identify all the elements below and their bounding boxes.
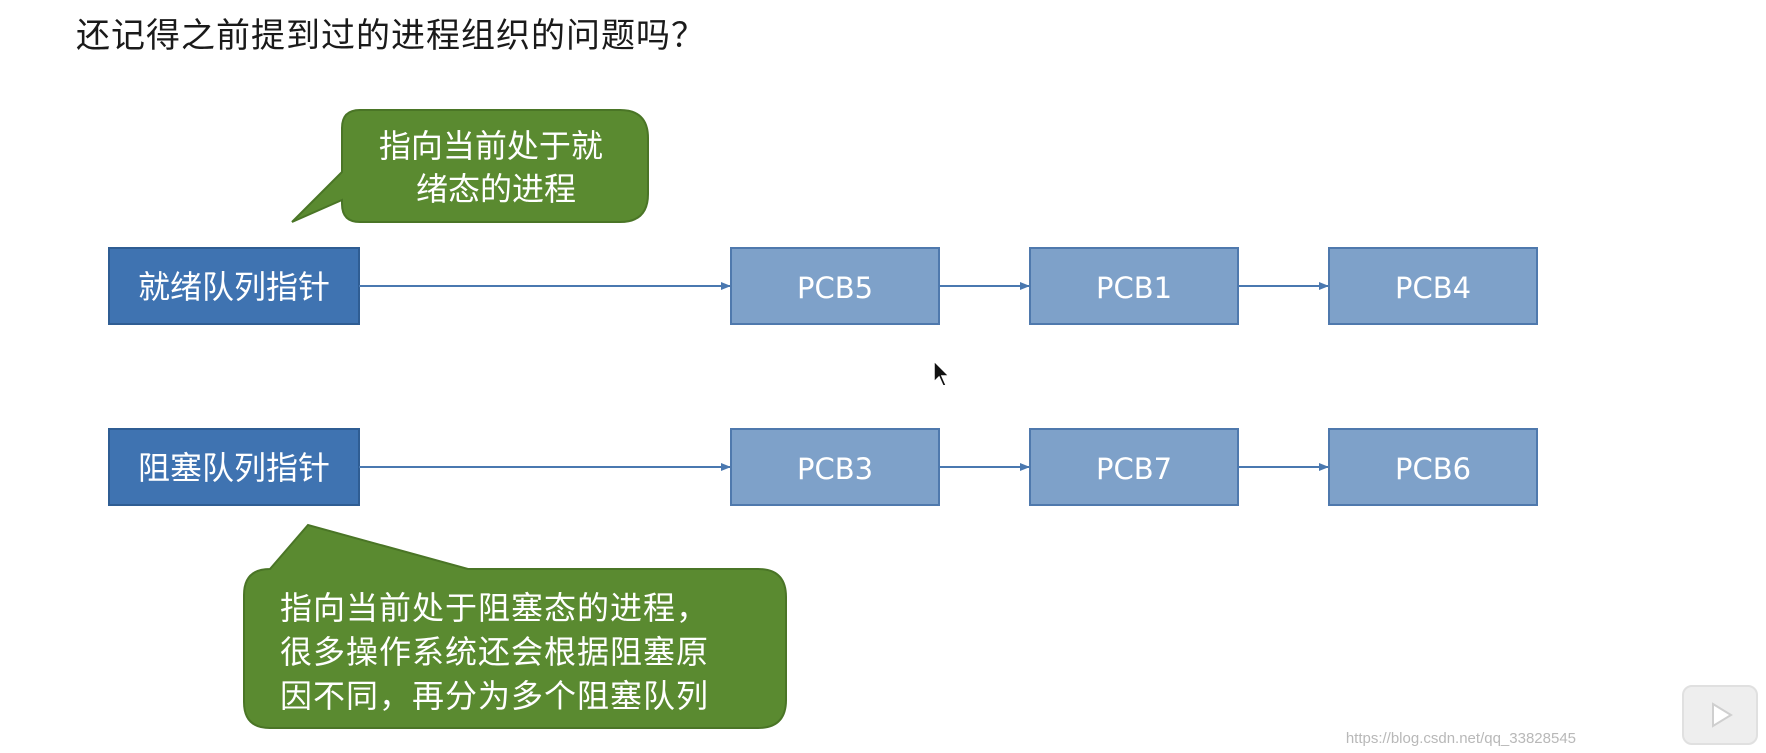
pcb-box <box>1328 247 1538 325</box>
pcb-label: PCB3 <box>797 452 873 486</box>
pcb-label: PCB1 <box>1096 271 1172 305</box>
pcb-box <box>730 428 940 506</box>
blocked-callout-line-2: 很多操作系统还会根据阻塞原 <box>280 633 709 671</box>
watermark: https://blog.csdn.net/qq_33828545 <box>1345 730 1576 747</box>
svg-text:指向当前处于就 绪态的进程: 指向当前处于就 绪态的进程 <box>379 127 613 208</box>
pcb-label: PCB4 <box>1395 271 1471 305</box>
ready-queue-callout: 指向当前处于就 绪态的进程 <box>291 109 649 223</box>
ready-callout-line-1: 指向当前处于就 <box>379 127 603 165</box>
blocked-queue-callout: 指向当前处于阻塞态的进程， 很多操作系统还会根据阻塞原 因不同，再分为多个阻塞队… <box>243 523 787 729</box>
play-button[interactable] <box>1682 685 1758 745</box>
slide-title: 还记得之前提到过的进程组织的问题吗？ <box>76 16 706 56</box>
pcb-box <box>730 247 940 325</box>
svg-text:指向当前处于阻塞态的进程， 很多操作系统还会: 指向当前处于阻塞态的进程， 很多操作系统还会根据阻塞原 因不同，再分为多个阻塞队… <box>280 589 720 715</box>
mouse-cursor-icon <box>933 359 951 392</box>
ready-callout-line-2: 绪态的进程 <box>416 170 576 208</box>
pcb-box <box>1029 428 1239 506</box>
ready-queue-pointer-label: 就绪队列指针 <box>138 268 330 306</box>
blocked-callout-line-3: 因不同，再分为多个阻塞队列 <box>280 677 709 715</box>
blocked-queue-pointer-label: 阻塞队列指针 <box>138 449 330 487</box>
pcb-label: PCB6 <box>1395 452 1471 486</box>
ready-queue-row: 就绪队列指针 PCB5 PCB1 PCB4 <box>108 247 1538 325</box>
blocked-callout-line-1: 指向当前处于阻塞态的进程， <box>280 589 709 627</box>
play-icon <box>1712 702 1733 728</box>
blocked-queue-pointer-box <box>108 428 360 506</box>
blocked-queue-row: 阻塞队列指针 PCB3 PCB7 PCB6 <box>108 428 1538 506</box>
pcb-label: PCB5 <box>797 271 873 305</box>
pcb-box <box>1328 428 1538 506</box>
pcb-label: PCB7 <box>1096 452 1172 486</box>
